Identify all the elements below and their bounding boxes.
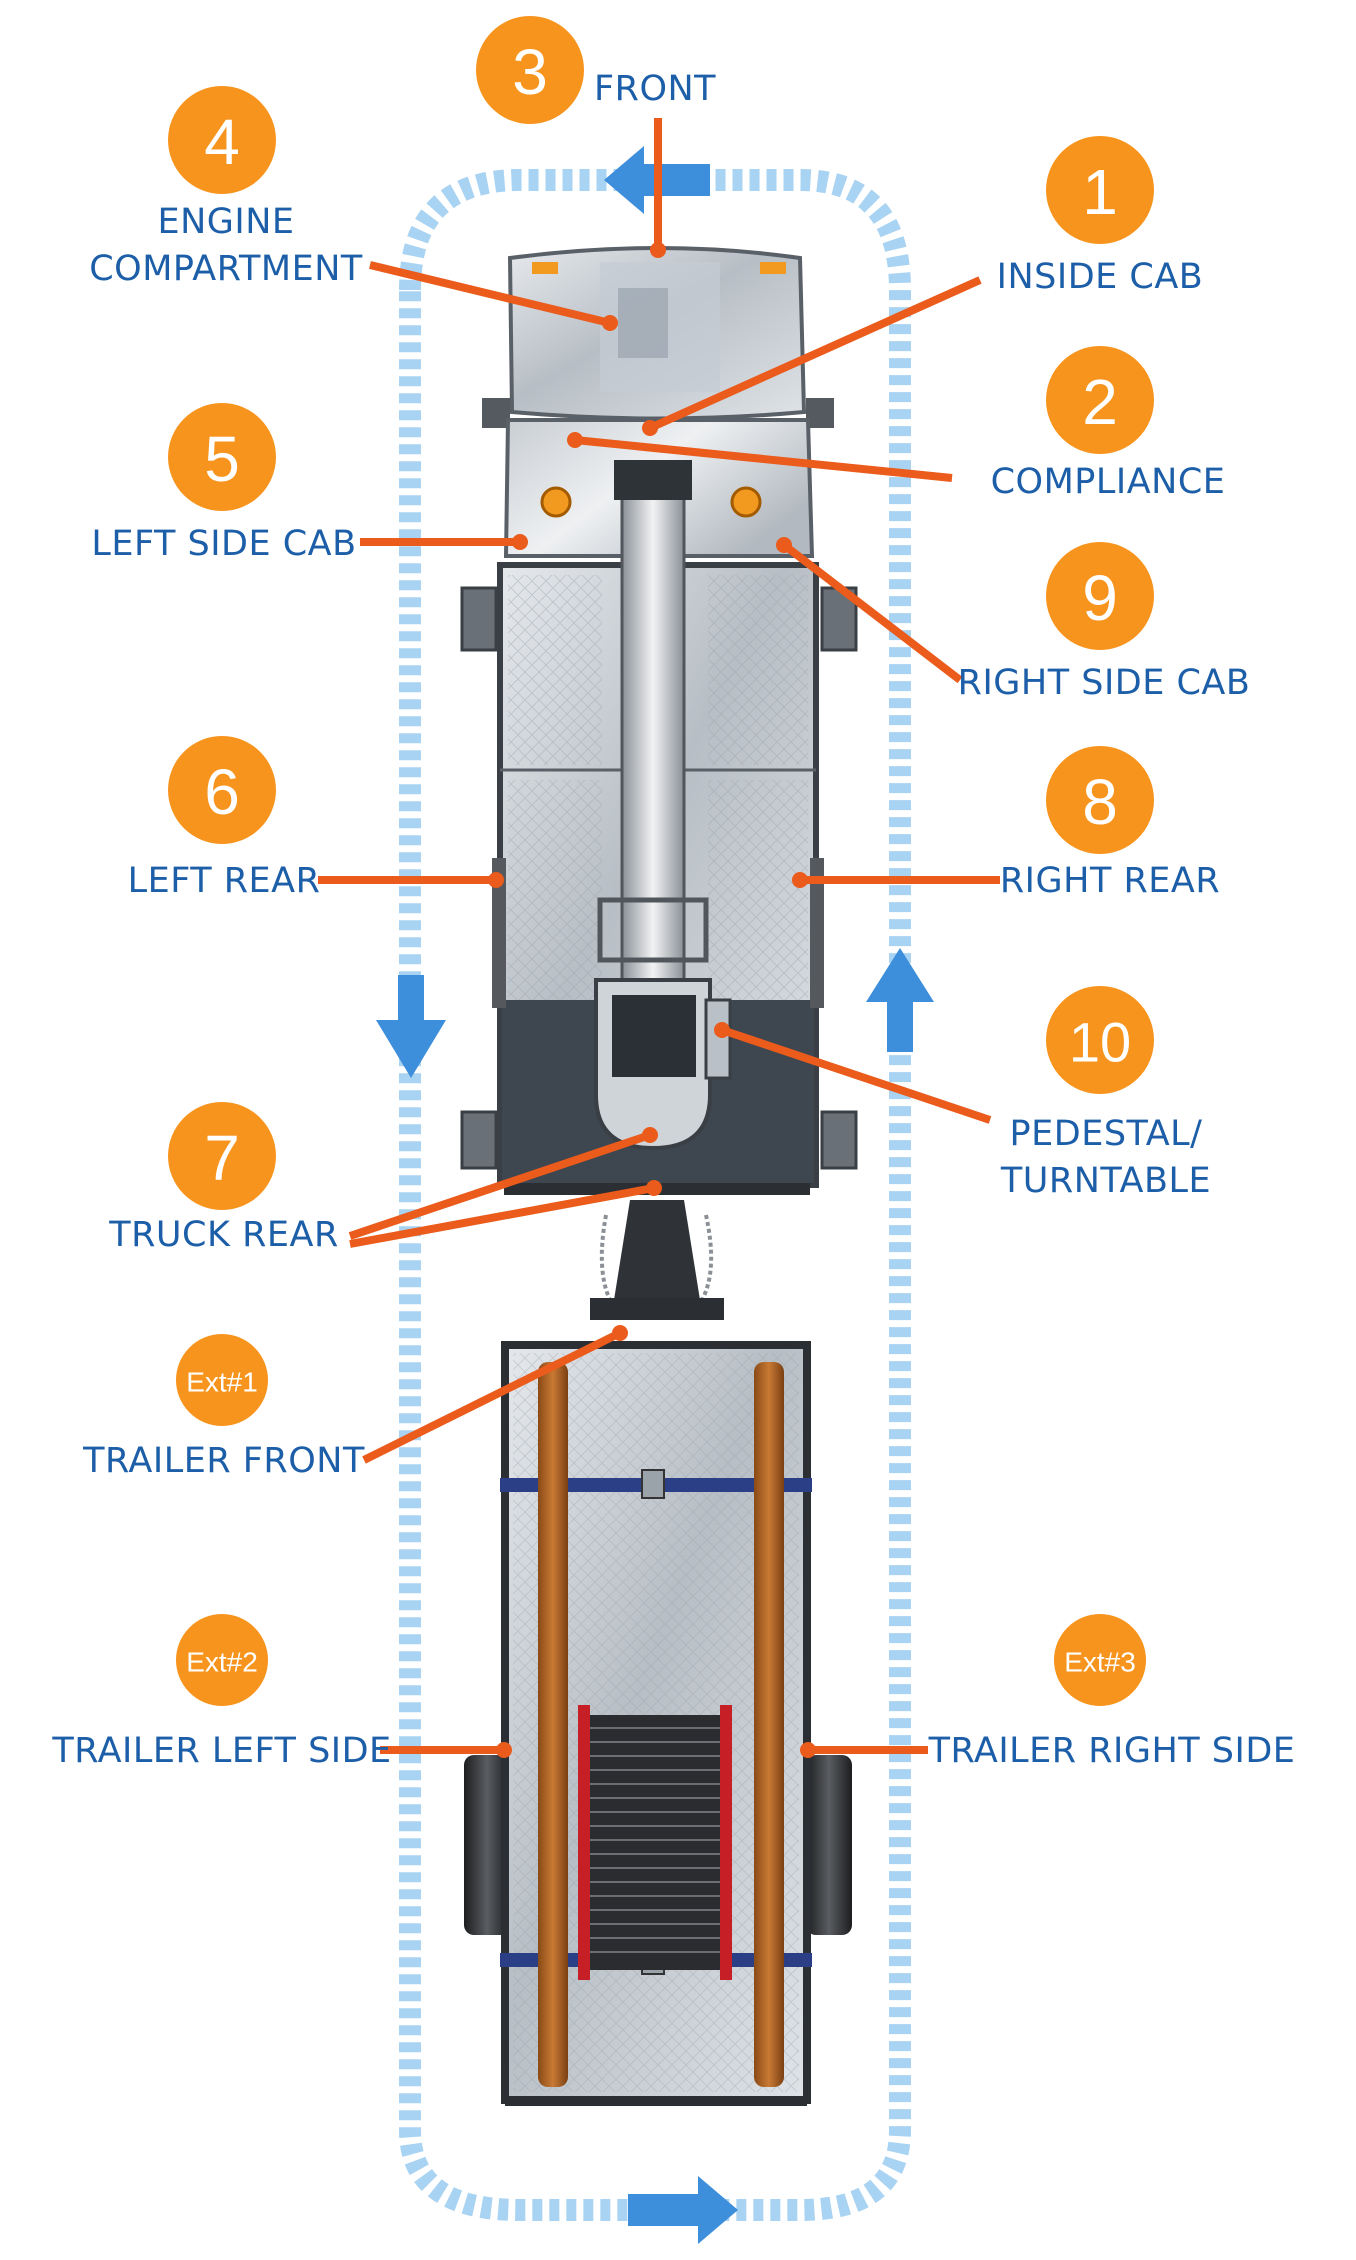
svg-text:Ext#1: Ext#1	[186, 1367, 258, 1398]
leader-trailer-front	[362, 1329, 622, 1464]
leader-compliance	[574, 436, 953, 482]
trailer-illustration	[464, 1341, 852, 2106]
badge-ext2: Ext#2	[176, 1614, 268, 1706]
svg-text:4: 4	[204, 106, 240, 178]
badge-ext1: Ext#1	[176, 1334, 268, 1426]
walkaround-path	[399, 169, 911, 2221]
label-pedestal-line1: PEDESTAL/	[1010, 1114, 1203, 1154]
svg-text:9: 9	[1082, 562, 1118, 634]
label-right-rear: RIGHT REAR	[1000, 861, 1220, 901]
badge-10: 10	[1046, 986, 1154, 1094]
label-engine-line2: COMPARTMENT	[89, 249, 363, 289]
svg-text:Ext#2: Ext#2	[186, 1647, 258, 1678]
arrow-down-icon	[376, 975, 446, 1078]
svg-text:3: 3	[512, 36, 548, 108]
svg-text:Ext#3: Ext#3	[1064, 1647, 1136, 1678]
label-inside-cab: INSIDE CAB	[997, 257, 1204, 297]
leader-lines	[318, 118, 1000, 1754]
badge-ext3: Ext#3	[1054, 1614, 1146, 1706]
leader-inside-cab	[648, 276, 982, 432]
label-pedestal-line2: TURNTABLE	[1000, 1161, 1211, 1201]
label-right-side-cab: RIGHT SIDE CAB	[958, 663, 1251, 703]
badge-2: 2	[1046, 346, 1154, 454]
leader-pedestal	[720, 1026, 992, 1124]
label-left-side-cab: LEFT SIDE CAB	[91, 524, 356, 564]
leader-right-side-cab	[781, 541, 963, 684]
arrow-left-icon	[604, 146, 710, 214]
svg-text:7: 7	[204, 1122, 240, 1194]
label-truck-rear: TRUCK REAR	[108, 1215, 339, 1255]
badge-7: 7	[168, 1102, 276, 1210]
badge-6: 6	[168, 736, 276, 844]
label-trailer-left-side: TRAILER LEFT SIDE	[51, 1731, 391, 1771]
truck-illustration	[460, 246, 858, 1320]
leader-dots	[488, 242, 816, 1758]
arrow-right-icon	[628, 2176, 738, 2244]
label-trailer-front: TRAILER FRONT	[82, 1441, 365, 1481]
badge-8: 8	[1046, 746, 1154, 854]
leader-engine	[369, 261, 611, 327]
label-compliance: COMPLIANCE	[991, 462, 1226, 502]
badge-1: 1	[1046, 136, 1154, 244]
leader-truck-rear-a	[348, 1131, 652, 1240]
leader-truck-rear-b	[349, 1184, 655, 1248]
label-engine-line1: ENGINE	[157, 202, 294, 242]
svg-text:5: 5	[204, 423, 240, 495]
badge-5: 5	[168, 403, 276, 511]
label-front: FRONT	[594, 69, 716, 109]
label-trailer-right-side: TRAILER RIGHT SIDE	[928, 1731, 1296, 1771]
badge-9: 9	[1046, 542, 1154, 650]
badge-3: 3	[476, 16, 584, 124]
svg-text:1: 1	[1082, 156, 1118, 228]
svg-text:8: 8	[1082, 766, 1118, 838]
arrow-up-icon	[866, 948, 934, 1052]
svg-text:6: 6	[204, 756, 240, 828]
svg-text:10: 10	[1069, 1011, 1131, 1074]
badge-4: 4	[168, 86, 276, 194]
label-left-rear: LEFT REAR	[128, 861, 321, 901]
svg-text:2: 2	[1082, 366, 1118, 438]
